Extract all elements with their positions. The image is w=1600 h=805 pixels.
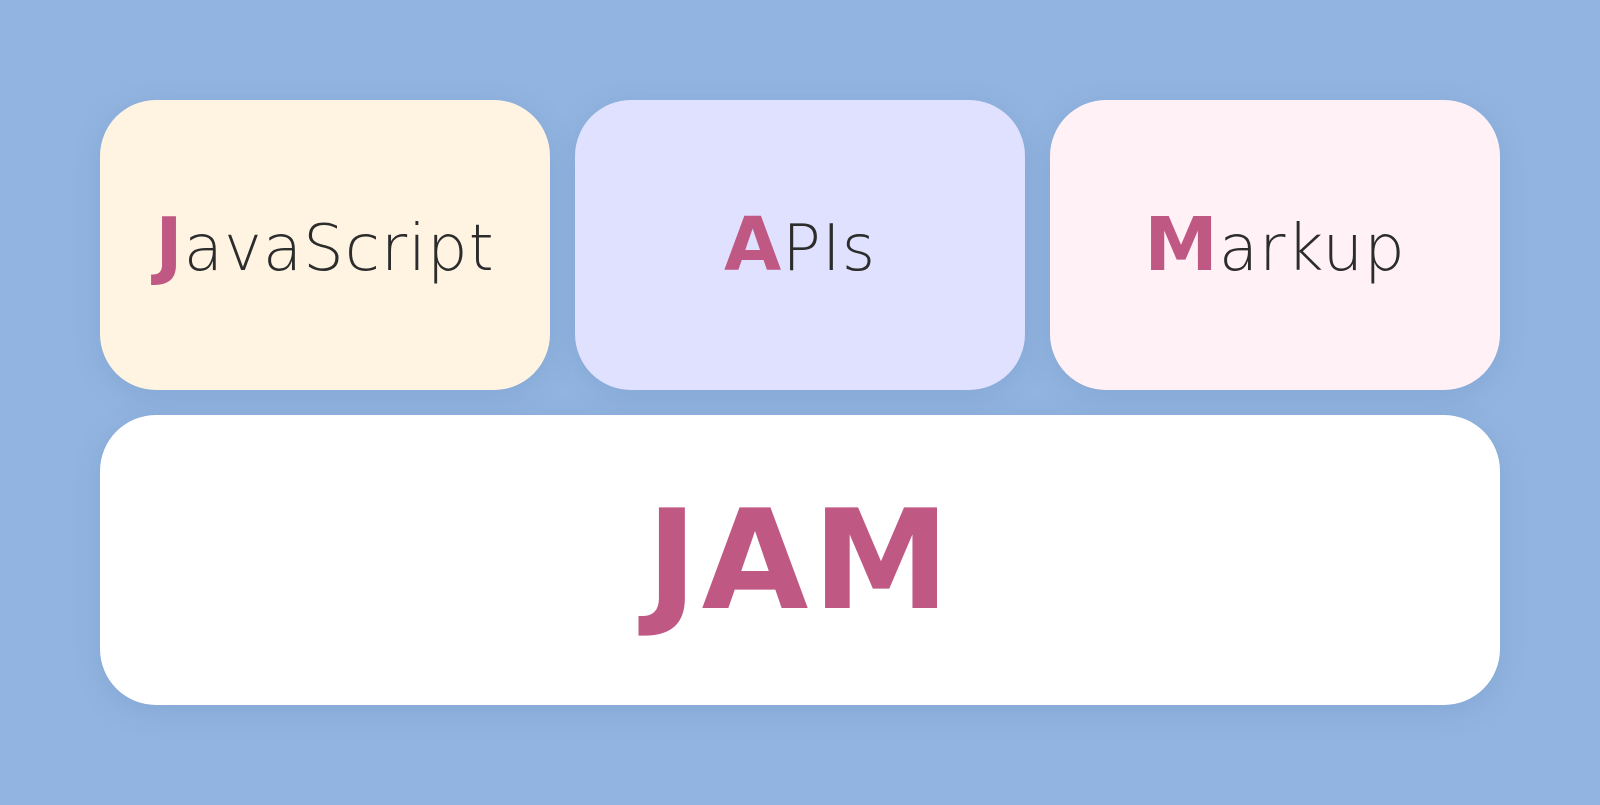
markup-rest: arkup: [1218, 212, 1406, 286]
javascript-rest: avaScript: [183, 212, 495, 286]
javascript-initial: J: [155, 202, 184, 288]
markup-card: Markup: [1050, 100, 1500, 390]
markup-initial: M: [1144, 202, 1219, 288]
apis-label: APIs: [724, 202, 876, 288]
apis-initial: A: [723, 202, 783, 288]
apis-rest: PIs: [782, 212, 877, 286]
markup-label: Markup: [1144, 202, 1405, 288]
javascript-card: JavaScript: [100, 100, 550, 390]
jam-label: JAM: [646, 479, 954, 641]
jam-card: JAM: [100, 415, 1500, 705]
apis-card: APIs: [575, 100, 1025, 390]
javascript-label: JavaScript: [155, 202, 494, 288]
